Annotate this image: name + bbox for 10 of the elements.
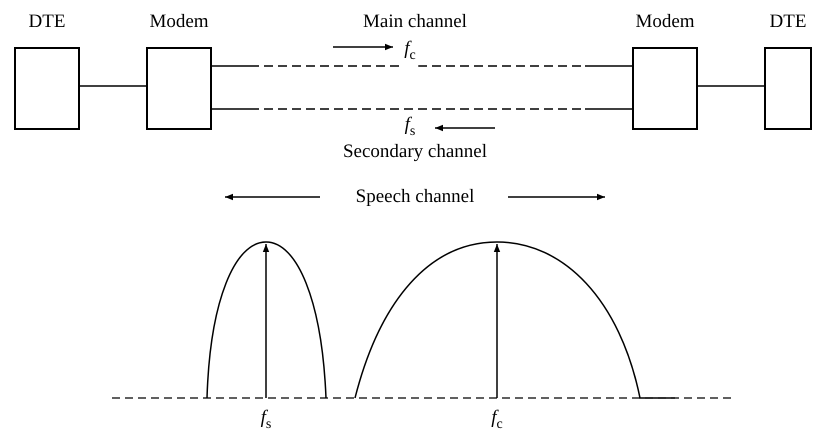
frequency-symbol: f$_{c}$ (402, 38, 418, 67)
connector-line (698, 85, 764, 87)
device-label: Modem (635, 11, 695, 33)
channel-line (212, 65, 632, 67)
device-label: DTE (28, 11, 66, 33)
device-label: Modem (149, 11, 209, 33)
device-label: DTE (770, 11, 806, 33)
connector-line (80, 85, 146, 87)
channel-line (212, 108, 632, 110)
channel-label: Speech channel (354, 186, 476, 208)
